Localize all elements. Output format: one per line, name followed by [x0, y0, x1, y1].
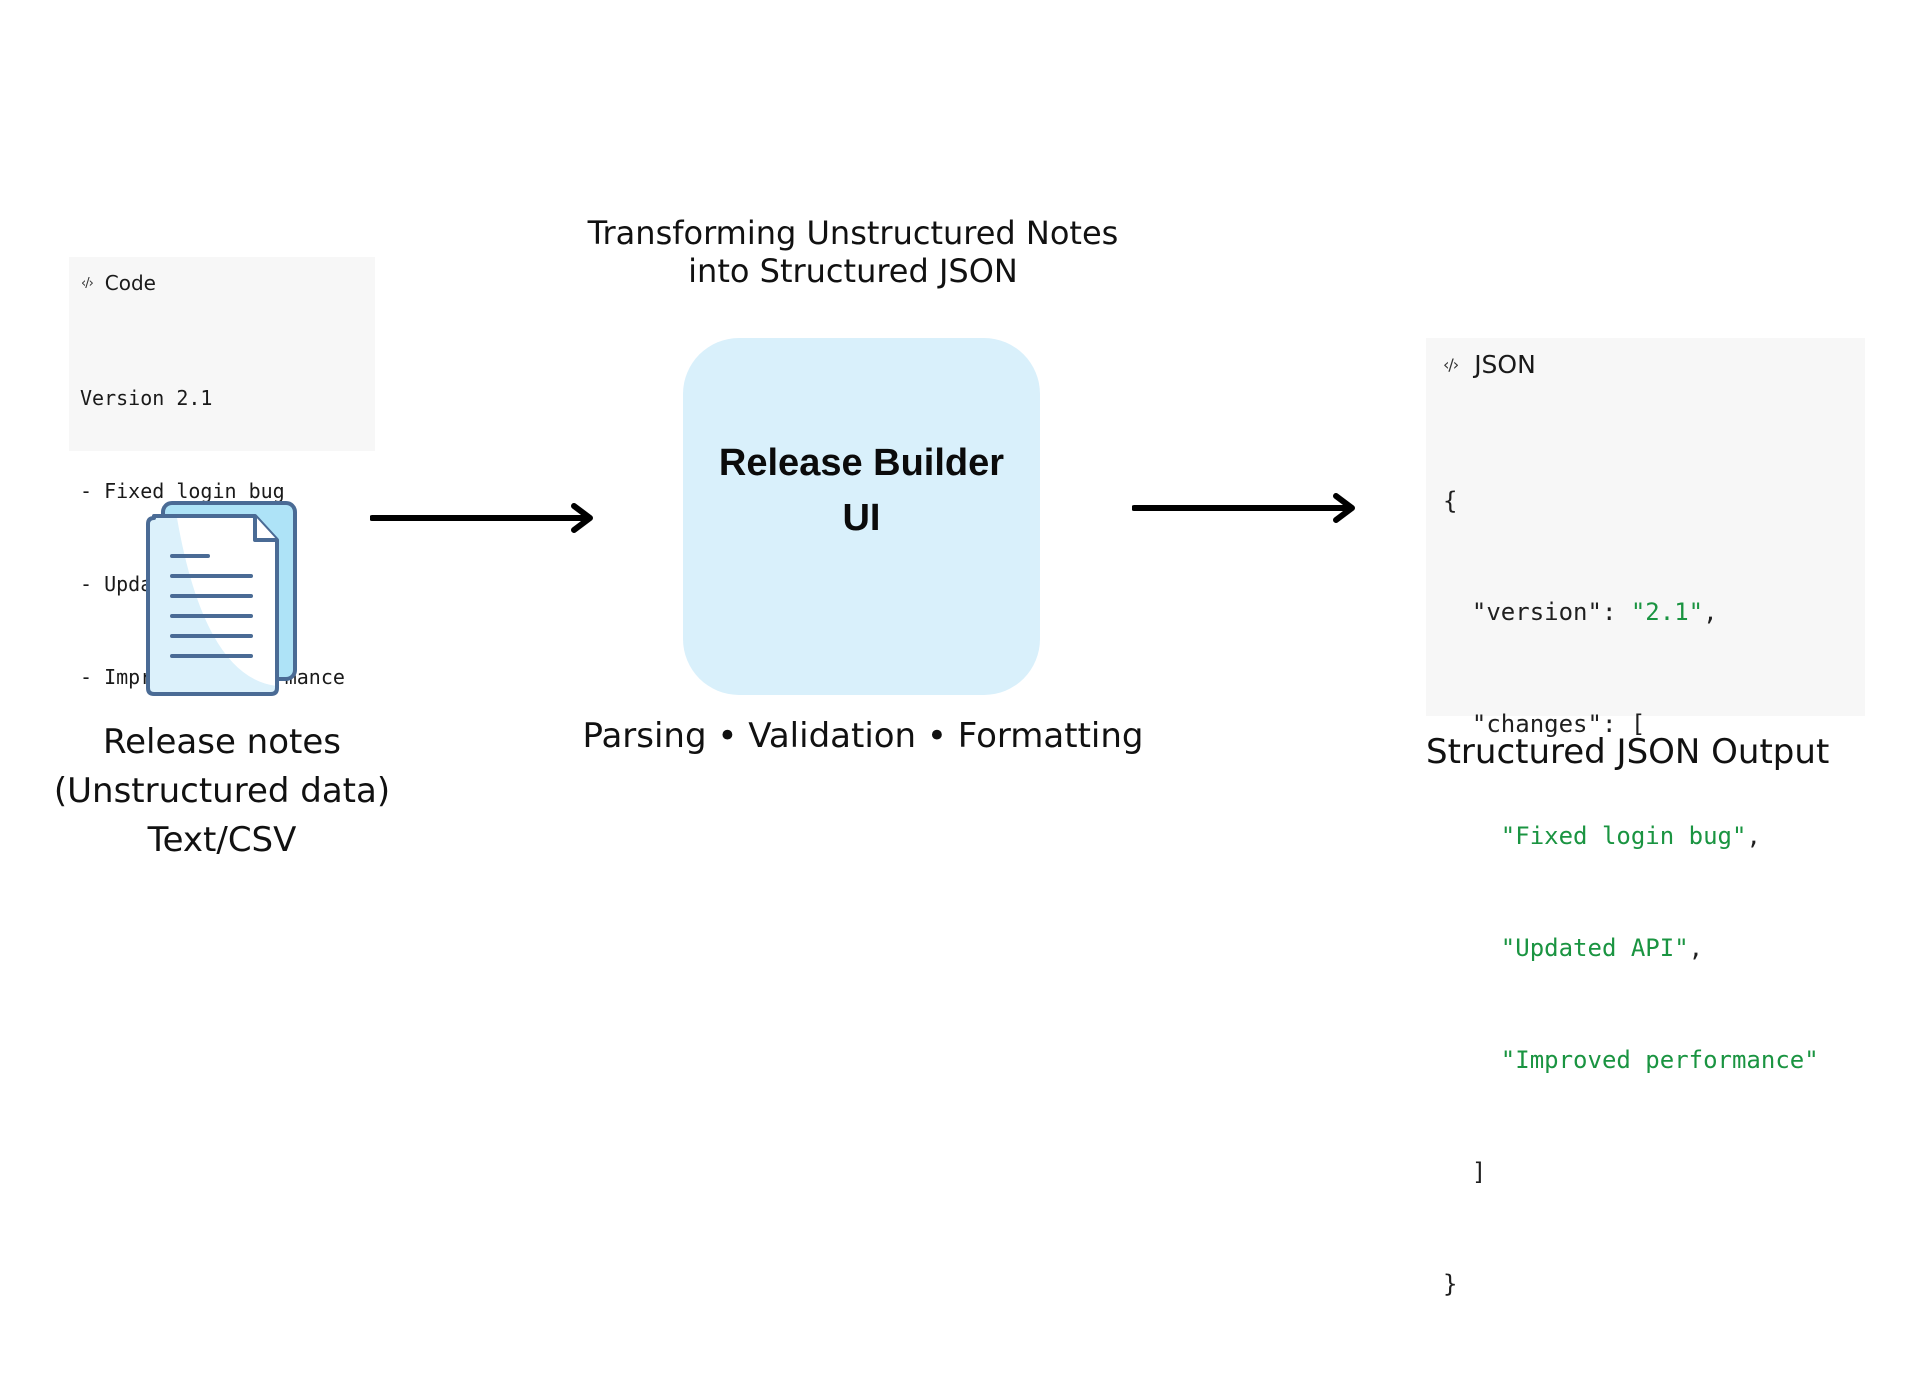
doc-fold-corner — [253, 516, 277, 542]
json-card-header: ‹/› JSON — [1443, 350, 1536, 379]
title-line-2: into Structured JSON — [688, 252, 1018, 290]
doc-front-shade — [148, 518, 277, 694]
process-label-line-2: UI — [842, 496, 881, 539]
json-card-title: JSON — [1474, 350, 1536, 379]
output-caption: Structured JSON Output — [1426, 732, 1830, 772]
document-stack-icon — [146, 501, 297, 696]
input-caption: Release notes (Unstructured data) Text/C… — [30, 718, 414, 865]
json-close-brace: } — [1443, 1269, 1458, 1298]
arrow-right-icon — [370, 503, 593, 533]
json-line: "Improved performance" — [1443, 1042, 1819, 1079]
code-line: Version 2.1 — [80, 386, 213, 410]
code-brackets-icon: ‹/› — [1443, 355, 1459, 374]
json-comma: , — [1746, 822, 1761, 851]
code-card-header: ‹/› Code — [81, 271, 156, 295]
release-builder-box: Release Builder UI — [683, 338, 1040, 695]
release-builder-label: Release Builder UI — [719, 436, 1004, 546]
doc-front-outline — [146, 514, 279, 696]
input-caption-line-1: Release notes — [103, 722, 341, 762]
code-line: - Fixed login bug — [80, 479, 285, 503]
code-brackets-icon: ‹/› — [81, 275, 94, 291]
input-caption-line-3: Text/CSV — [147, 820, 297, 860]
input-code-card: ‹/› Code Version 2.1 - Fixed login bug -… — [69, 257, 375, 689]
json-key-version: "version": — [1471, 598, 1631, 627]
output-json-card: ‹/› JSON { "version": "2.1", "changes": … — [1426, 338, 1865, 1298]
json-open-brace: { — [1443, 486, 1458, 515]
process-steps: Parsing • Validation • Formatting — [582, 716, 1144, 756]
diagram-title: Transforming Unstructured Notes into Str… — [553, 214, 1153, 290]
code-card-title: Code — [104, 271, 156, 295]
json-change-item: "Updated API" — [1500, 934, 1689, 963]
input-caption-line-2: (Unstructured data) — [53, 771, 391, 811]
json-change-item: "Fixed login bug" — [1500, 822, 1747, 851]
json-close-bracket: ] — [1471, 1157, 1487, 1186]
json-card-body: { "version": "2.1", "changes": [ "Fixed … — [1443, 408, 1819, 1378]
json-value-version: "2.1" — [1630, 598, 1704, 627]
json-line: "changes": [ — [1443, 706, 1819, 743]
json-comma: , — [1703, 598, 1718, 627]
json-line: "version": "2.1", — [1443, 594, 1819, 631]
doc-text-lines — [170, 554, 253, 658]
json-key-changes: "changes": [ — [1471, 710, 1646, 739]
json-line: "Fixed login bug", — [1443, 818, 1819, 855]
process-label-line-1: Release Builder — [718, 441, 1005, 484]
json-line: } — [1443, 1266, 1819, 1303]
json-line: "Updated API", — [1443, 930, 1819, 967]
arrow-right-icon — [1132, 493, 1355, 523]
json-line: { — [1443, 483, 1819, 520]
json-comma: , — [1688, 934, 1704, 963]
json-line: ] — [1443, 1154, 1819, 1191]
title-line-1: Transforming Unstructured Notes — [587, 214, 1119, 252]
json-change-item: "Improved performance" — [1500, 1046, 1819, 1075]
